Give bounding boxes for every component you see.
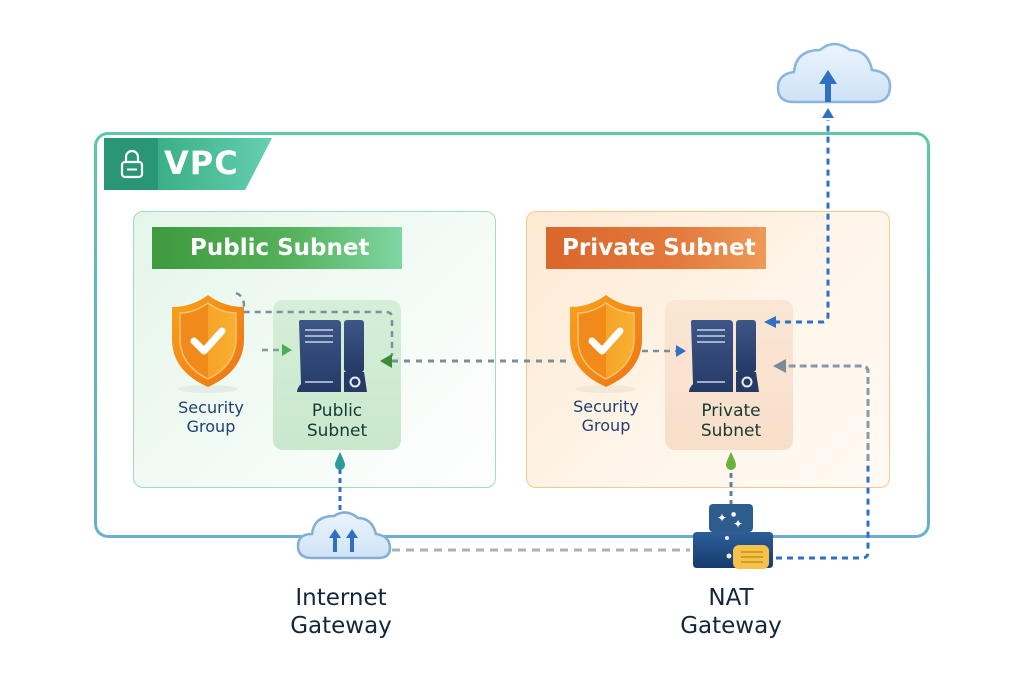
public-shield-check-icon xyxy=(172,295,244,393)
arrow-head-icon xyxy=(764,316,776,328)
label-line: Internet xyxy=(295,585,387,611)
arrow-head-icon xyxy=(773,359,786,373)
private-to-internet-line xyxy=(774,120,830,324)
label-line: Private xyxy=(701,401,761,421)
private-server-label: Private Subnet xyxy=(667,401,795,442)
label-line: Gateway xyxy=(290,612,392,639)
public-loop-line xyxy=(235,291,394,356)
svg-text:✦: ✦ xyxy=(733,517,743,531)
arrow-head-icon xyxy=(282,344,292,356)
public-security-group-label: Security Group xyxy=(156,398,266,436)
vpc-label: VPC xyxy=(164,144,239,182)
private-subnet-banner: Private Subnet xyxy=(546,227,766,269)
private-server-icon xyxy=(689,320,759,392)
svg-text:✦: ✦ xyxy=(717,511,727,525)
label-line: Security xyxy=(573,397,639,416)
nat-gateway-label: NAT Gateway xyxy=(641,585,821,640)
nat-gateway-device-icon: ✦ ● ✦ xyxy=(693,504,773,569)
drop-arrow-icon xyxy=(335,452,345,470)
arrow-head-icon xyxy=(676,345,686,357)
drop-arrow-icon xyxy=(726,452,736,470)
nat-return-gray-line xyxy=(786,364,870,460)
label-line: Gateway xyxy=(680,612,782,639)
label-line: Security xyxy=(178,398,244,417)
public-subnet-banner: Public Subnet xyxy=(152,227,402,269)
internet-gateway-cloud-icon xyxy=(296,511,392,560)
arrow-head-icon xyxy=(822,108,834,118)
vpc-lock-box xyxy=(104,138,158,190)
svg-text:●: ● xyxy=(731,511,736,518)
private-shield-check-icon xyxy=(570,295,642,393)
nat-return-line xyxy=(776,364,870,560)
label-line: Subnet xyxy=(700,421,762,442)
arrow-head-icon xyxy=(380,354,392,368)
label-line: Group xyxy=(186,417,236,437)
label-line: Subnet xyxy=(306,421,368,442)
label-line: NAT xyxy=(708,585,754,611)
public-server-icon xyxy=(297,320,367,392)
private-security-group-label: Security Group xyxy=(551,397,661,435)
internet-cloud-icon xyxy=(776,42,892,104)
lock-icon xyxy=(120,149,144,179)
label-line: Public xyxy=(311,401,363,421)
vpc-tag: VPC xyxy=(104,138,272,190)
internet-gateway-label: Internet Gateway xyxy=(251,585,431,640)
label-line: Group xyxy=(581,416,631,436)
public-server-label: Public Subnet xyxy=(273,401,401,442)
